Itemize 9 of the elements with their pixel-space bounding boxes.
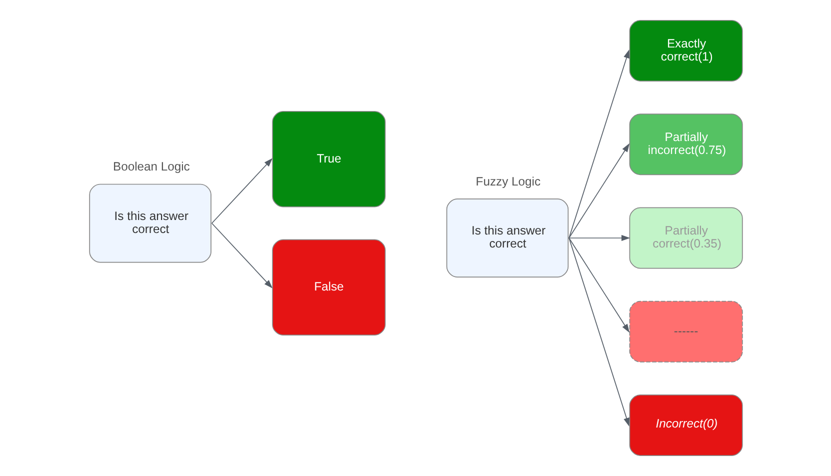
arrow [568, 238, 630, 333]
arrow [568, 234, 630, 242]
arrow [210, 222, 272, 288]
node-label: Fuzzy Logic [475, 174, 540, 188]
arrow [568, 238, 629, 426]
node-label: Boolean Logic [112, 160, 190, 174]
arrow [568, 143, 630, 238]
arrow [210, 158, 272, 224]
arrow [568, 50, 629, 238]
